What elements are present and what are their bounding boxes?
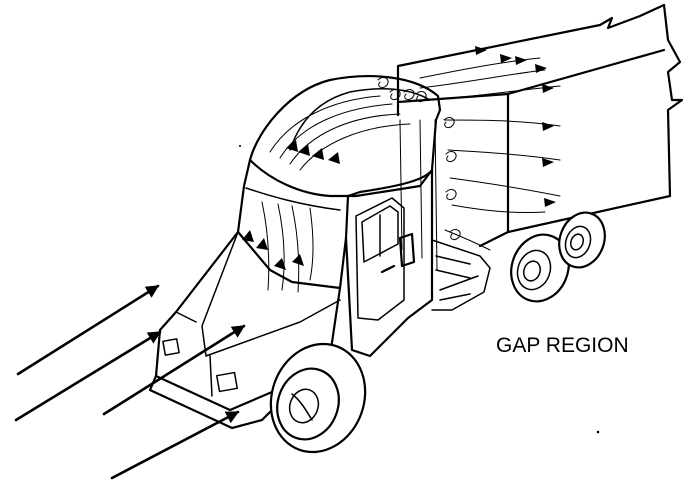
front-wheel	[256, 331, 380, 466]
airflow-arrow-4	[112, 412, 238, 478]
right-headlight	[217, 373, 238, 392]
airflow-arrow-2	[16, 332, 160, 420]
gap-region-label: GAP REGION	[496, 334, 629, 357]
trailer-top-face	[398, 5, 664, 232]
cab-side	[346, 170, 432, 356]
airflow-arrow-1	[18, 286, 158, 374]
incoming-airflow-arrows	[16, 286, 244, 478]
cab-flow-arrows	[242, 140, 340, 270]
stray-mark	[597, 431, 600, 434]
left-headlight	[163, 339, 179, 355]
hood-crease	[176, 312, 212, 396]
cab-front-body	[238, 160, 348, 288]
gap-skirt-lines	[436, 256, 470, 300]
trailer	[398, 5, 682, 246]
trailer-bottom-edge	[480, 232, 508, 246]
windshield	[246, 188, 340, 210]
gap-vortices	[378, 78, 460, 240]
stray-mark	[239, 145, 241, 147]
door-handle	[382, 266, 394, 272]
cab-flow-lines	[262, 96, 410, 292]
